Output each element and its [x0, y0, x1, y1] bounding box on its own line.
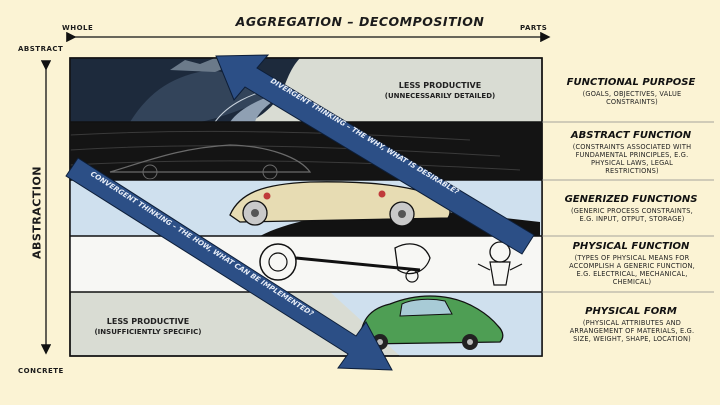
header-left-label: WHOLE	[62, 24, 94, 32]
level-4-desc-2: ACCOMPLISH A GENERIC FUNCTION,	[569, 262, 695, 270]
zone-top-right-line1: LESS PRODUCTIVE	[399, 81, 481, 90]
level-5-desc-3: SIZE, WEIGHT, SHAPE, LOCATION)	[573, 335, 691, 343]
zone-top-right-line2: (UNNECESSARILY DETAILED)	[385, 92, 495, 100]
level-2-desc-3: PHYSICAL LAWS, LEGAL	[591, 159, 673, 167]
level-3-desc-2: E.G. INPUT, OTPUT, STORAGE)	[579, 215, 685, 223]
header-title: AGGREGATION – DECOMPOSITION	[235, 14, 485, 29]
zone-bottom-left-line2: (INSUFFICIENTLY SPECIFIC)	[94, 328, 201, 336]
level-2-desc-2: FUNDAMENTAL PRINCIPLES, E.G.	[575, 151, 689, 159]
level-4-desc-3: E.G. ELECTRICAL, MECHANICAL,	[576, 270, 688, 278]
level-3-title: GENERIZED FUNCTIONS	[564, 194, 698, 205]
level-2-title: ABSTRACT FUNCTION	[570, 130, 692, 141]
level-5-desc-2: ARRANGEMENT OF MATERIALS, E.G.	[569, 327, 695, 335]
level-4-title: PHYSICAL FUNCTION	[572, 241, 690, 252]
level-1-desc-2: CONSTRAINTS)	[606, 98, 658, 106]
axis-bottom-label: CONCRETE	[18, 367, 64, 375]
level-4-desc-1: (TYPES OF PHYSICAL MEANS FOR	[574, 254, 690, 262]
level-5-title: PHYSICAL FORM	[585, 306, 677, 317]
band-physical-function	[70, 236, 542, 292]
level-3-desc-1: (GENERIC PROCESS CONSTRAINTS,	[571, 207, 693, 215]
level-5-desc-1: (PHYSICAL ATTRIBUTES AND	[582, 319, 682, 327]
band-abstract-function	[69, 122, 542, 180]
band-physical-form	[330, 292, 542, 356]
level-4-desc-4: CHEMICAL)	[612, 278, 652, 286]
axis-top-label: ABSTRACT	[18, 45, 64, 53]
zone-bottom-left-line1: LESS PRODUCTIVE	[107, 317, 189, 326]
level-2-desc-1: (CONSTRAINTS ASSOCIATED WITH	[572, 143, 692, 151]
level-2-desc-4: RESTRICTIONS)	[605, 167, 659, 175]
level-1-title: FUNCTIONAL PURPOSE	[566, 77, 696, 88]
header-right-label: PARTS	[520, 24, 548, 32]
level-1-desc-1: (GOALS, OBJECTIVES, VALUE	[582, 90, 682, 98]
